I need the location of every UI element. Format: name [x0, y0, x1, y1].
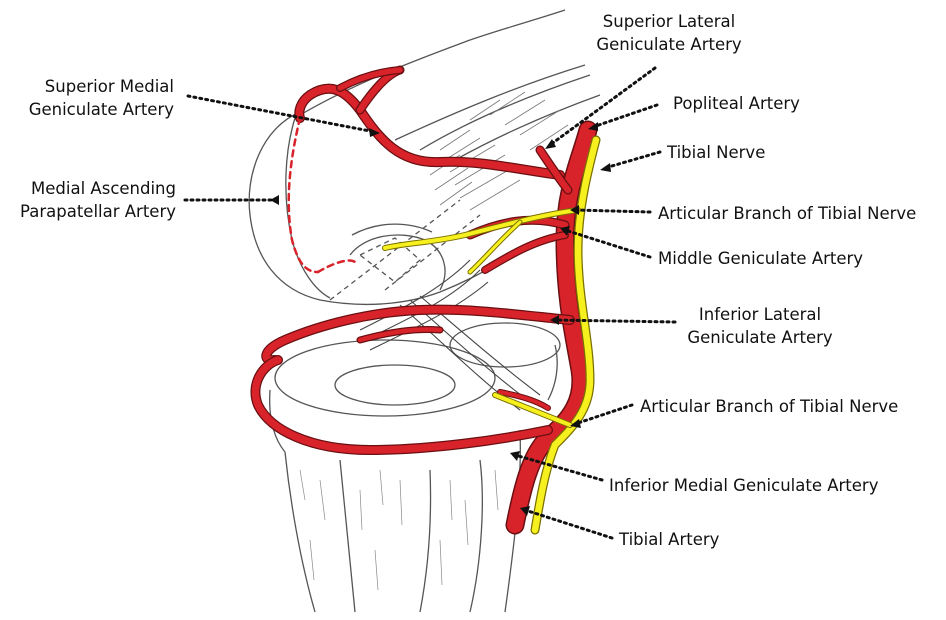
- label-superior-medial-geniculate-artery: Superior Medial Geniculate Artery: [0, 75, 174, 121]
- label-inferior-medial-geniculate-artery: Inferior Medial Geniculate Artery: [609, 474, 878, 497]
- label-medial-ascending-parapatellar-artery: Medial Ascending Parapatellar Artery: [0, 177, 176, 223]
- leader-inferior-medial: [513, 453, 604, 482]
- leader-arrowheads: [270, 122, 611, 516]
- leader-superior-medial: [186, 94, 377, 134]
- label-superior-lateral-geniculate-artery: Superior Lateral Geniculate Artery: [584, 10, 754, 56]
- leader-lines: [183, 66, 677, 540]
- label-line: Parapatellar Artery: [20, 202, 176, 221]
- label-popliteal-artery: Popliteal Artery: [673, 92, 800, 115]
- leader-tibial-nerve: [603, 150, 662, 170]
- femur-sketch: [248, 9, 601, 306]
- leader-articular-upper: [573, 208, 652, 214]
- label-line: Middle Geniculate Artery: [658, 249, 864, 268]
- tibia-hatching: [299, 469, 499, 591]
- label-line: Superior Medial: [44, 77, 174, 96]
- label-tibial-nerve: Tibial Nerve: [667, 141, 765, 164]
- label-line: Tibial Nerve: [667, 143, 766, 162]
- leader-inferior-lateral: [553, 318, 677, 324]
- label-line: Geniculate Artery: [596, 35, 742, 54]
- label-tibial-artery: Tibial Artery: [619, 528, 719, 551]
- label-articular-branch-lower: Articular Branch of Tibial Nerve: [640, 395, 898, 418]
- label-line: Popliteal Artery: [673, 94, 800, 113]
- label-line: Medial Ascending: [31, 179, 176, 198]
- medial-ascending-parapatellar-vessel: [287, 116, 320, 274]
- label-line: Articular Branch of Tibial Nerve: [658, 204, 917, 223]
- label-line: Inferior Lateral: [698, 305, 822, 324]
- label-line: Inferior Medial Geniculate Artery: [609, 476, 879, 495]
- label-line: Articular Branch of Tibial Nerve: [640, 397, 899, 416]
- leader-popliteal: [591, 103, 659, 129]
- label-line: Tibial Artery: [619, 530, 720, 549]
- label-line: Geniculate Artery: [28, 100, 174, 119]
- label-inferior-lateral-geniculate-artery: Inferior Lateral Geniculate Artery: [674, 303, 846, 349]
- leader-superior-lateral: [548, 66, 657, 147]
- leader-tibial-artery: [523, 508, 614, 540]
- label-line: Superior Lateral: [602, 12, 736, 31]
- label-middle-geniculate-artery: Middle Geniculate Artery: [658, 247, 863, 270]
- label-line: Geniculate Artery: [687, 328, 833, 347]
- leader-articular-lower: [573, 403, 634, 426]
- arteries: [250, 65, 598, 535]
- label-articular-branch-upper: Articular Branch of Tibial Nerve: [658, 202, 916, 225]
- leader-middle-geniculate: [563, 228, 652, 259]
